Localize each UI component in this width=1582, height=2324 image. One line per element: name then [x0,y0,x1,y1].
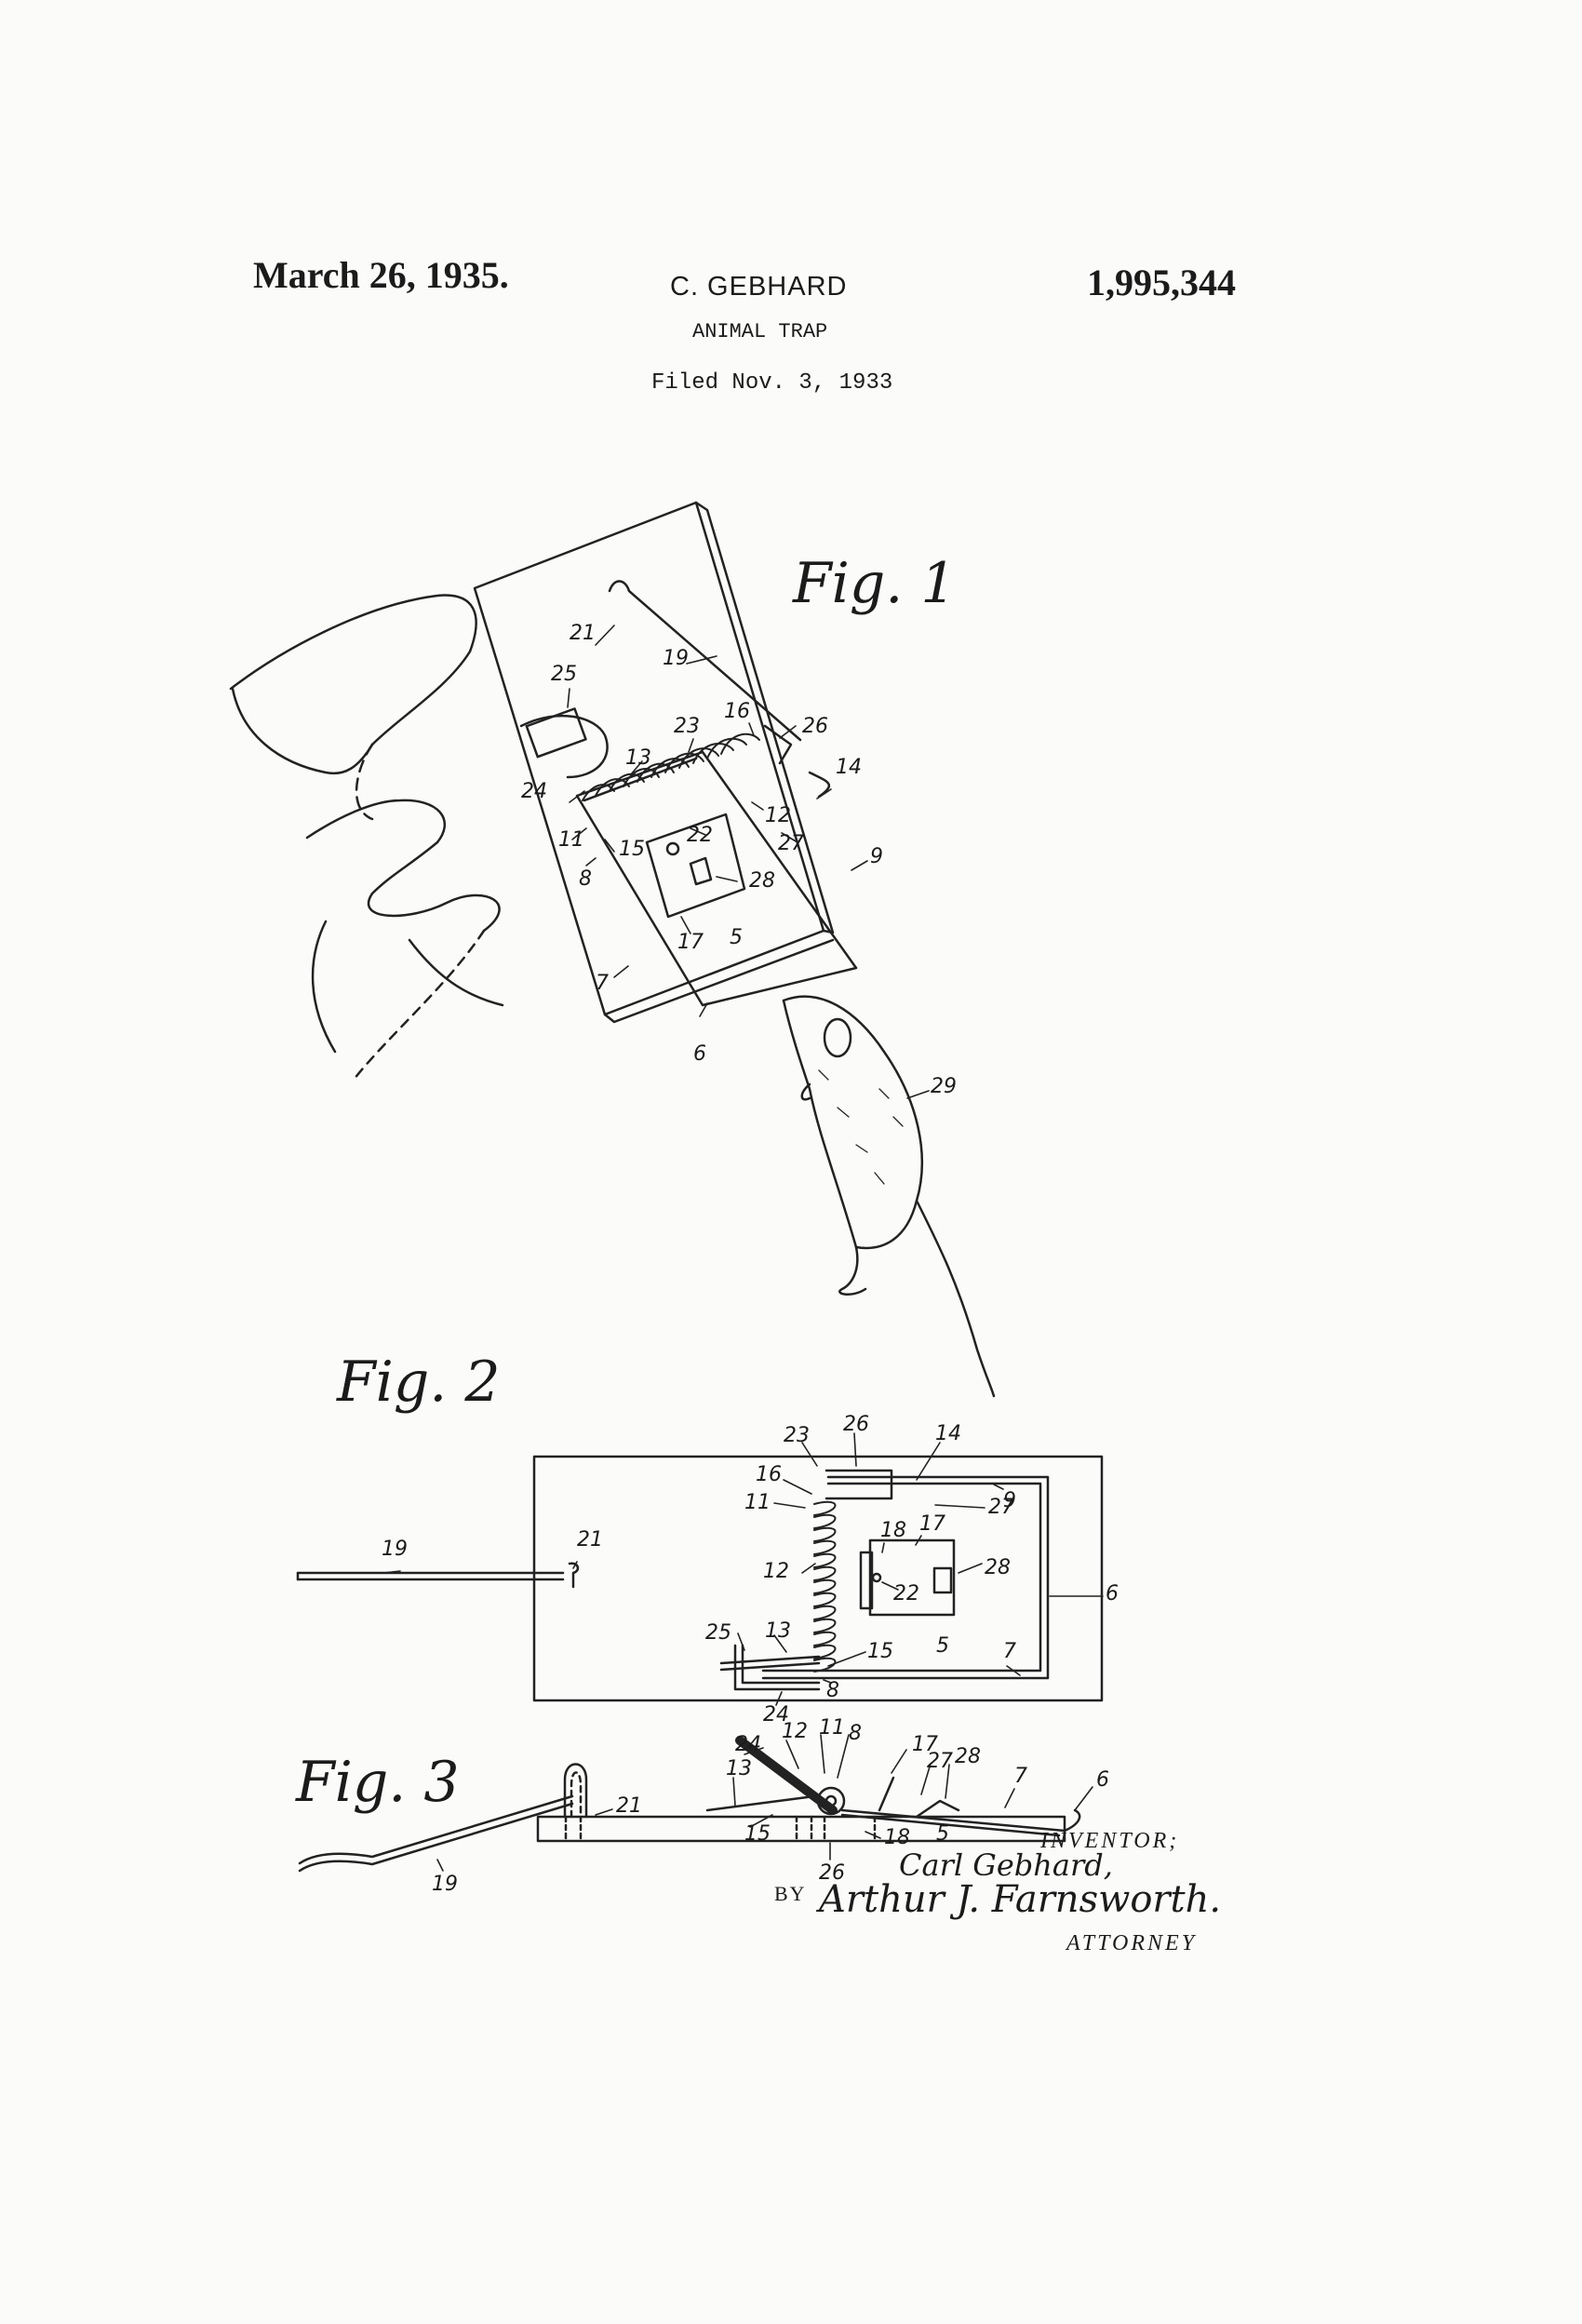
ref-numeral: 5 [936,1634,949,1658]
inventor-heading: C. GEBHARD [670,272,848,302]
ref-numeral: 7 [1014,1765,1027,1788]
ref-numeral: 23 [674,715,700,738]
ref-numeral: 11 [558,828,584,852]
ref-numeral: 19 [663,647,689,670]
ref-numeral: 27 [927,1750,953,1773]
ref-numeral: 9 [1003,1489,1016,1512]
ref-numeral: 23 [784,1424,810,1447]
ref-numeral: 28 [955,1745,981,1768]
ref-numeral: 8 [826,1679,839,1702]
ref-numeral: 8 [579,867,592,891]
ref-numeral: 12 [763,1560,789,1583]
ref-numeral: 18 [884,1826,910,1849]
ref-numeral: 5 [730,926,743,949]
ref-numeral: 27 [778,832,804,855]
ref-numeral: 15 [867,1640,893,1663]
ref-numeral: 14 [935,1422,961,1445]
ref-numeral: 8 [849,1722,862,1745]
ref-numeral: 12 [782,1720,808,1743]
ref-numeral: 12 [765,804,791,827]
ref-numeral: 21 [577,1528,603,1552]
reference-leaders [382,625,1104,1872]
ref-numeral: 16 [724,700,750,723]
ref-numeral: 17 [912,1733,938,1756]
ref-numeral: 26 [819,1861,845,1885]
ref-numeral: 7 [1003,1640,1016,1663]
ref-numeral: 19 [432,1873,458,1896]
patent-title: ANIMAL TRAP [692,320,828,343]
ref-numeral: 17 [677,931,704,954]
ref-numeral: 28 [985,1556,1011,1579]
fig2-drawing [296,1455,1104,1702]
ref-numeral: 25 [551,663,577,686]
ref-numeral: 9 [870,845,883,868]
attorney-label: ATTORNEY [1066,1931,1198,1955]
ref-numeral: 16 [756,1463,782,1486]
by-label: BY [774,1882,807,1905]
ref-numeral: 27 [988,1496,1014,1519]
ref-numeral: 11 [819,1716,845,1740]
ref-numeral: 22 [893,1582,919,1605]
ref-numeral: 29 [931,1075,957,1098]
ref-numeral: 6 [1106,1582,1119,1605]
fig1-label: Fig. 1 [793,551,957,616]
fig1-drawing [229,501,996,1398]
ref-numeral: 7 [596,972,609,995]
patent-date: March 26, 1935. [253,254,509,296]
ref-numeral: 21 [616,1794,642,1818]
inventor-signature: Carl Gebhard, [899,1847,1113,1883]
ref-numeral: 15 [744,1822,771,1846]
ref-numeral: 25 [705,1621,731,1645]
ref-numeral: 13 [726,1757,752,1780]
fig3-drawing [298,1736,1081,1873]
filed-date: Filed Nov. 3, 1933 [651,370,893,396]
fig2-label: Fig. 2 [337,1350,501,1415]
patent-number: 1,995,344 [1087,262,1236,303]
ref-numeral: 26 [802,715,828,738]
attorney-signature: Arthur J. Farnsworth. [819,1878,1222,1921]
ref-numeral: 19 [382,1538,408,1561]
ref-numeral: 21 [570,622,596,645]
ref-numeral: 14 [836,756,862,779]
ref-numeral: 15 [619,838,645,861]
ref-numeral: 22 [687,824,713,847]
ref-numeral: 24 [521,780,547,803]
inventor-label: INVENTOR; [1040,1829,1180,1853]
ref-numeral: 5 [936,1822,949,1846]
ref-numeral: 26 [843,1413,869,1436]
ref-numeral: 24 [735,1733,761,1756]
ref-numeral: 18 [880,1519,906,1542]
fig3-label: Fig. 3 [296,1750,460,1815]
ref-numeral: 28 [749,869,775,893]
ref-numeral: 11 [744,1491,771,1514]
ref-numeral: 13 [625,746,651,770]
ref-numeral: 6 [1096,1768,1109,1792]
ref-numeral: 6 [693,1042,706,1066]
ref-numeral: 17 [919,1512,945,1536]
ref-numeral: 13 [765,1619,791,1643]
ref-numeral: 24 [763,1703,789,1726]
